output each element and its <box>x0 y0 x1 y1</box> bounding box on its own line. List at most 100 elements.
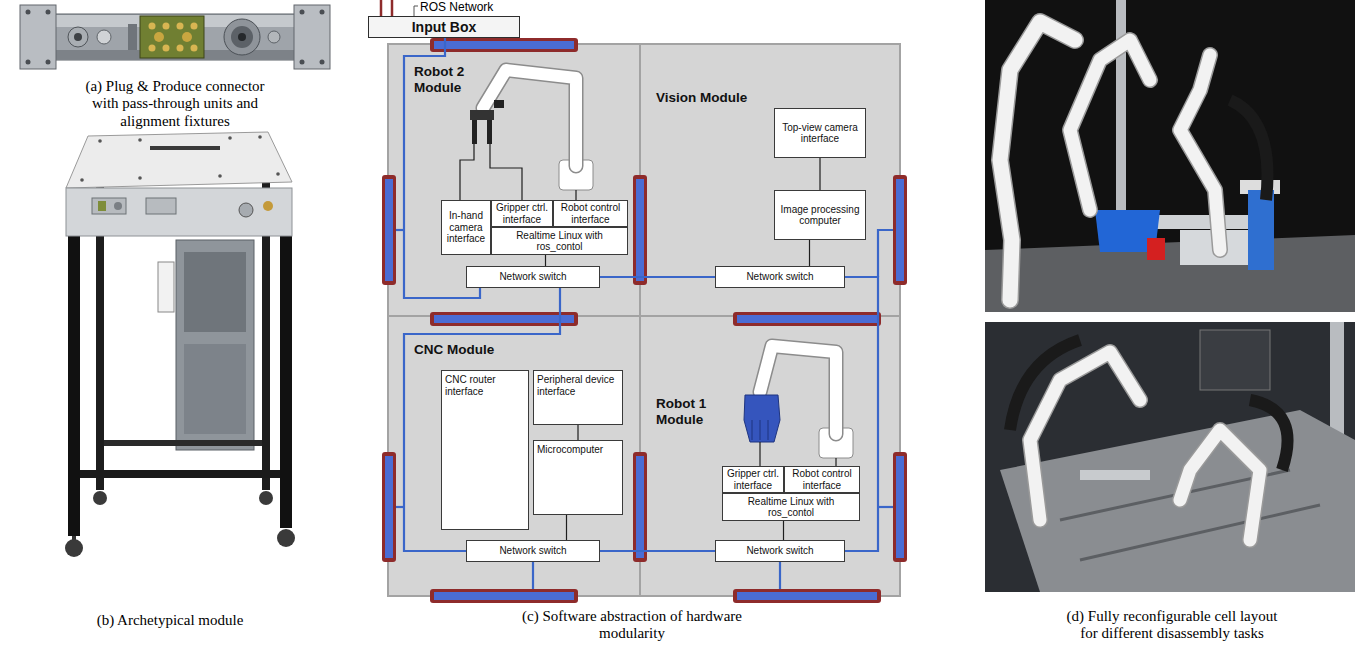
table-surface <box>985 235 1355 312</box>
interface-label: CNC router interface <box>445 374 525 397</box>
robot-arm <box>1070 40 1150 210</box>
plug-connector <box>263 201 273 211</box>
signal-line <box>783 521 784 540</box>
module-box: Vision ModuleTop-view camera interfaceIm… <box>640 44 900 316</box>
in-hand-camera <box>494 100 504 108</box>
input-box: Input Box <box>368 16 520 38</box>
signal-line <box>577 425 578 440</box>
caster <box>277 529 295 547</box>
contact-pin <box>149 23 156 30</box>
plug-connector <box>893 175 907 285</box>
caster <box>65 539 83 557</box>
mount-hole <box>80 178 84 182</box>
interface-label: Network switch <box>719 271 841 283</box>
coupling-flange <box>238 33 246 41</box>
front-apron <box>66 188 292 236</box>
interface-label: Robot control interface <box>788 468 856 491</box>
interface-box: Image processing computer <box>774 190 866 240</box>
interface-label: Robot control interface <box>557 202 624 225</box>
contact-pin <box>191 45 198 52</box>
electronics-panel <box>184 344 246 434</box>
interface-box: Robot control interface <box>784 466 860 493</box>
gripper <box>470 110 494 120</box>
signal-wire <box>759 442 760 466</box>
interface-label: Microcomputer <box>537 444 619 456</box>
mount-hole <box>218 174 222 178</box>
network-cable <box>380 0 383 16</box>
mount-hole <box>138 176 142 180</box>
interface-box: Peripheral device interface <box>533 370 623 425</box>
interface-label: Image processing computer <box>778 204 862 227</box>
interface-label: Network switch <box>470 271 596 283</box>
screw-hole <box>46 60 51 65</box>
contact-pin <box>182 32 192 42</box>
signal-wire <box>490 144 522 200</box>
plug-connector <box>434 592 574 600</box>
signal-line <box>545 255 546 266</box>
pneumatic-port <box>97 30 111 44</box>
caster <box>259 491 273 505</box>
interface-label: Network switch <box>719 545 841 557</box>
cable-slot <box>150 146 220 150</box>
pneumatic-port <box>268 31 280 43</box>
interface-label: Realtime Linux with ros_contol <box>726 496 856 519</box>
cell-photo <box>985 0 1355 312</box>
mount-hole <box>276 172 280 176</box>
network-cable <box>600 276 715 278</box>
network-cable <box>404 38 480 298</box>
plug-connector <box>737 592 877 600</box>
module-heading: Robot 1 Module <box>656 396 716 427</box>
alignment-fixture <box>294 5 330 69</box>
network-cable <box>878 506 893 508</box>
plug-connector <box>896 456 904 558</box>
contact-pin <box>163 23 170 30</box>
plug-connector <box>733 312 881 326</box>
pass-through-unit <box>128 24 137 50</box>
aluminium-profile <box>1116 0 1126 210</box>
network-label: ROS Network <box>420 1 520 15</box>
interface-label: Top-view camera interface <box>778 122 862 145</box>
plug-connector <box>633 452 647 562</box>
screw-hole <box>26 60 31 65</box>
robotic-hand <box>744 395 780 442</box>
interface-box: Microcomputer <box>533 440 623 515</box>
box-label: Input Box <box>369 19 519 35</box>
contact-pin <box>154 32 164 42</box>
interface-label: In-hand camera interface <box>445 210 487 245</box>
module-box: CNC ModuleCNC router interfacePeripheral… <box>388 316 640 596</box>
network-cable <box>396 506 404 508</box>
contact-pin <box>149 45 156 52</box>
interface-label: Network switch <box>470 545 596 557</box>
cable-hose <box>1230 100 1268 200</box>
screw-hole <box>46 10 51 15</box>
table-leg <box>280 236 292 528</box>
module-panel <box>388 44 640 316</box>
screw-hole <box>320 60 325 65</box>
table-surface <box>1000 410 1355 592</box>
pneumatic-port <box>68 27 88 47</box>
plug-connector <box>92 198 126 214</box>
mount-hole <box>138 138 142 142</box>
signal-wire <box>575 190 576 200</box>
screw-hole <box>320 10 325 15</box>
mount-hole <box>228 136 232 140</box>
interface-label: Peripheral device interface <box>537 374 619 397</box>
plug-connector <box>146 198 176 214</box>
plug-connector <box>633 175 647 285</box>
electrical-pass-through <box>140 16 204 58</box>
network-cable <box>391 0 394 16</box>
plug-connector <box>636 456 644 558</box>
interface-label: Gripper ctrl. interface <box>495 202 549 225</box>
contact-pin <box>191 23 198 30</box>
signal-wire <box>835 458 836 466</box>
interface-box: Robot control interface <box>553 200 628 227</box>
din-module <box>158 262 174 312</box>
plug-connector <box>385 179 393 281</box>
screw-hole <box>26 10 31 15</box>
coupling-flange <box>231 26 253 48</box>
interface-box: CNC router interface <box>441 370 529 530</box>
plug-connector <box>385 456 393 558</box>
alignment-fixture <box>20 5 56 69</box>
interface-box: Network switch <box>466 540 600 562</box>
fixture-rail <box>1080 470 1150 480</box>
